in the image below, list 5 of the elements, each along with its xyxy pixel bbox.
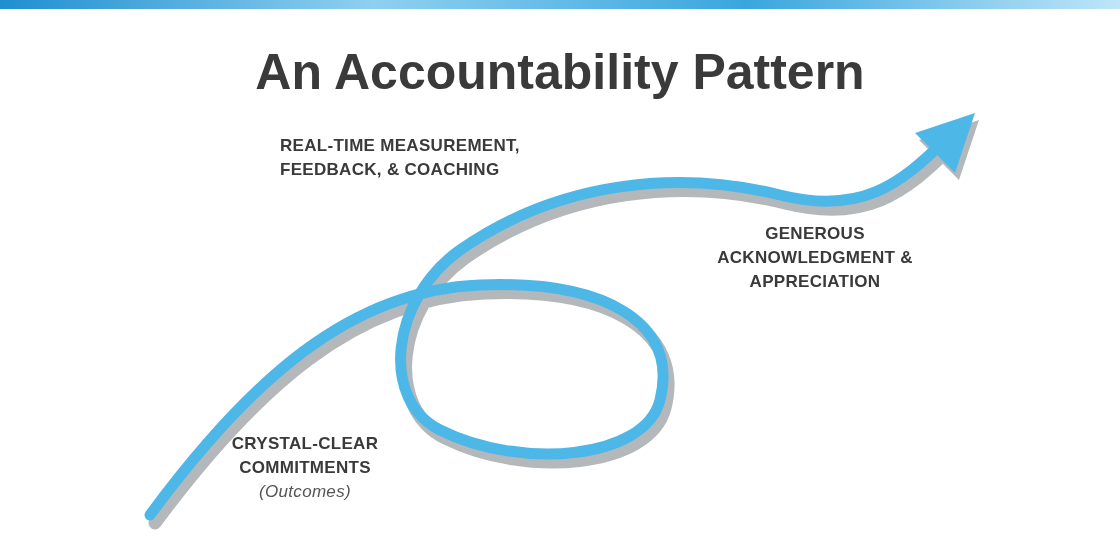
stage-label: GENEROUS ACKNOWLEDGMENT & APPRECIATION [716, 223, 914, 293]
stage-label: CRYSTAL-CLEAR COMMITMENTS [230, 433, 380, 479]
stage-label: REAL-TIME MEASUREMENT, FEEDBACK, & COACHING [280, 135, 521, 181]
stage-note: (Outcomes) [258, 481, 352, 503]
title: An Accountability Pattern [254, 43, 866, 102]
